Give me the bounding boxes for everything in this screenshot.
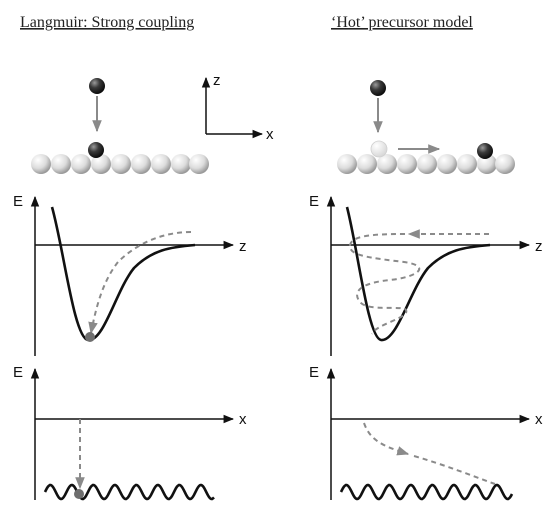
surface-atoms-right [337,154,515,174]
right-lateral-e-label: E [309,364,319,381]
left-lateral-x-label: x [239,411,247,428]
right-potential-well-curve [345,206,491,342]
right-lateral-x-label: x [535,411,543,428]
hot-precursor-atom [370,140,388,158]
left-lateral-plot: E x [13,364,247,501]
right-potential-z-label: z [535,238,543,255]
right-lateral-corrugation [339,483,514,501]
adsorbed-atom [88,142,104,158]
coord-z-label: z [213,72,221,89]
right-potential-plot: E z [309,193,543,356]
coordinate-axes: z x [201,72,274,143]
left-panel-title: Langmuir: Strong coupling [20,14,194,31]
left-trapped-atom [85,332,95,342]
left-lateral-corrugation [43,483,215,501]
surface-atoms-left [31,154,209,174]
left-surface-illustration [31,78,209,174]
incoming-atom [89,78,105,94]
right-panel-title: ‘Hot’ precursor model [331,14,473,31]
left-lateral-e-label: E [13,364,23,381]
left-potential-plot: E z [13,193,247,356]
right-surface-illustration [337,80,515,174]
final-adsorbed-atom [477,143,493,159]
right-lateral-trajectory-tail [413,455,496,485]
left-potential-e-label: E [13,193,23,210]
left-potential-z-label: z [239,238,247,255]
right-potential-e-label: E [309,193,319,210]
left-potential-well-curve [50,206,196,342]
left-trajectory [88,231,192,335]
left-lateral-atom [74,489,84,499]
incoming-atom-right [370,80,386,96]
right-lateral-plot: E x [309,364,543,501]
right-bouncing-trajectory [348,233,421,335]
right-lateral-trajectory [363,422,410,456]
coord-x-label: x [266,126,274,143]
